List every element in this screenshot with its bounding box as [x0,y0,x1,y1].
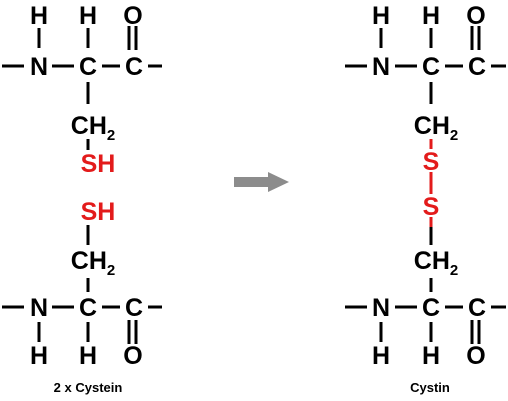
nitrogen-atom: N [30,294,48,322]
sulfur-atom: S [423,193,440,221]
left-caption: 2 x Cystein [54,380,123,395]
carbonyl-carbon-atom: C [468,294,486,322]
methylene-group: CH2 [414,247,458,279]
alpha-hydrogen-atom: H [79,2,97,30]
alpha-carbon-atom: C [79,294,97,322]
alpha-hydrogen-atom: H [422,2,440,30]
methylene-group: CH2 [414,112,458,144]
oxygen-atom: O [466,2,485,30]
methylene-group: CH2 [71,247,115,279]
reaction-arrow-icon [234,172,289,192]
sulfur-atom: S [423,148,440,176]
nitrogen-atom: N [372,53,390,81]
carbonyl-carbon-atom: C [468,53,486,81]
nitrogen-atom: N [372,294,390,322]
oxygen-atom: O [123,342,142,370]
cysteine-top: N C C H H O CH2 SH [2,2,162,178]
nitrogen-atom: N [30,53,48,81]
amide-hydrogen-atom: H [30,342,48,370]
thiol-group: SH [81,150,116,178]
amide-hydrogen-atom: H [372,342,390,370]
alpha-carbon-atom: C [79,53,97,81]
methylene-group: CH2 [71,112,115,144]
amide-hydrogen-atom: H [30,2,48,30]
alpha-hydrogen-atom: H [79,342,97,370]
alpha-hydrogen-atom: H [422,342,440,370]
thiol-group: SH [81,198,116,226]
right-caption: Cystin [410,380,450,395]
oxygen-atom: O [123,2,142,30]
carbonyl-carbon-atom: C [125,294,143,322]
alpha-carbon-atom: C [422,294,440,322]
amide-hydrogen-atom: H [372,2,390,30]
carbonyl-carbon-atom: C [125,53,143,81]
cystine-molecule: N C C H H O CH2 S S CH2 N C C [345,2,506,370]
cysteine-bottom: SH CH2 N C C H H O [2,198,162,370]
alpha-carbon-atom: C [422,53,440,81]
oxygen-atom: O [466,342,485,370]
